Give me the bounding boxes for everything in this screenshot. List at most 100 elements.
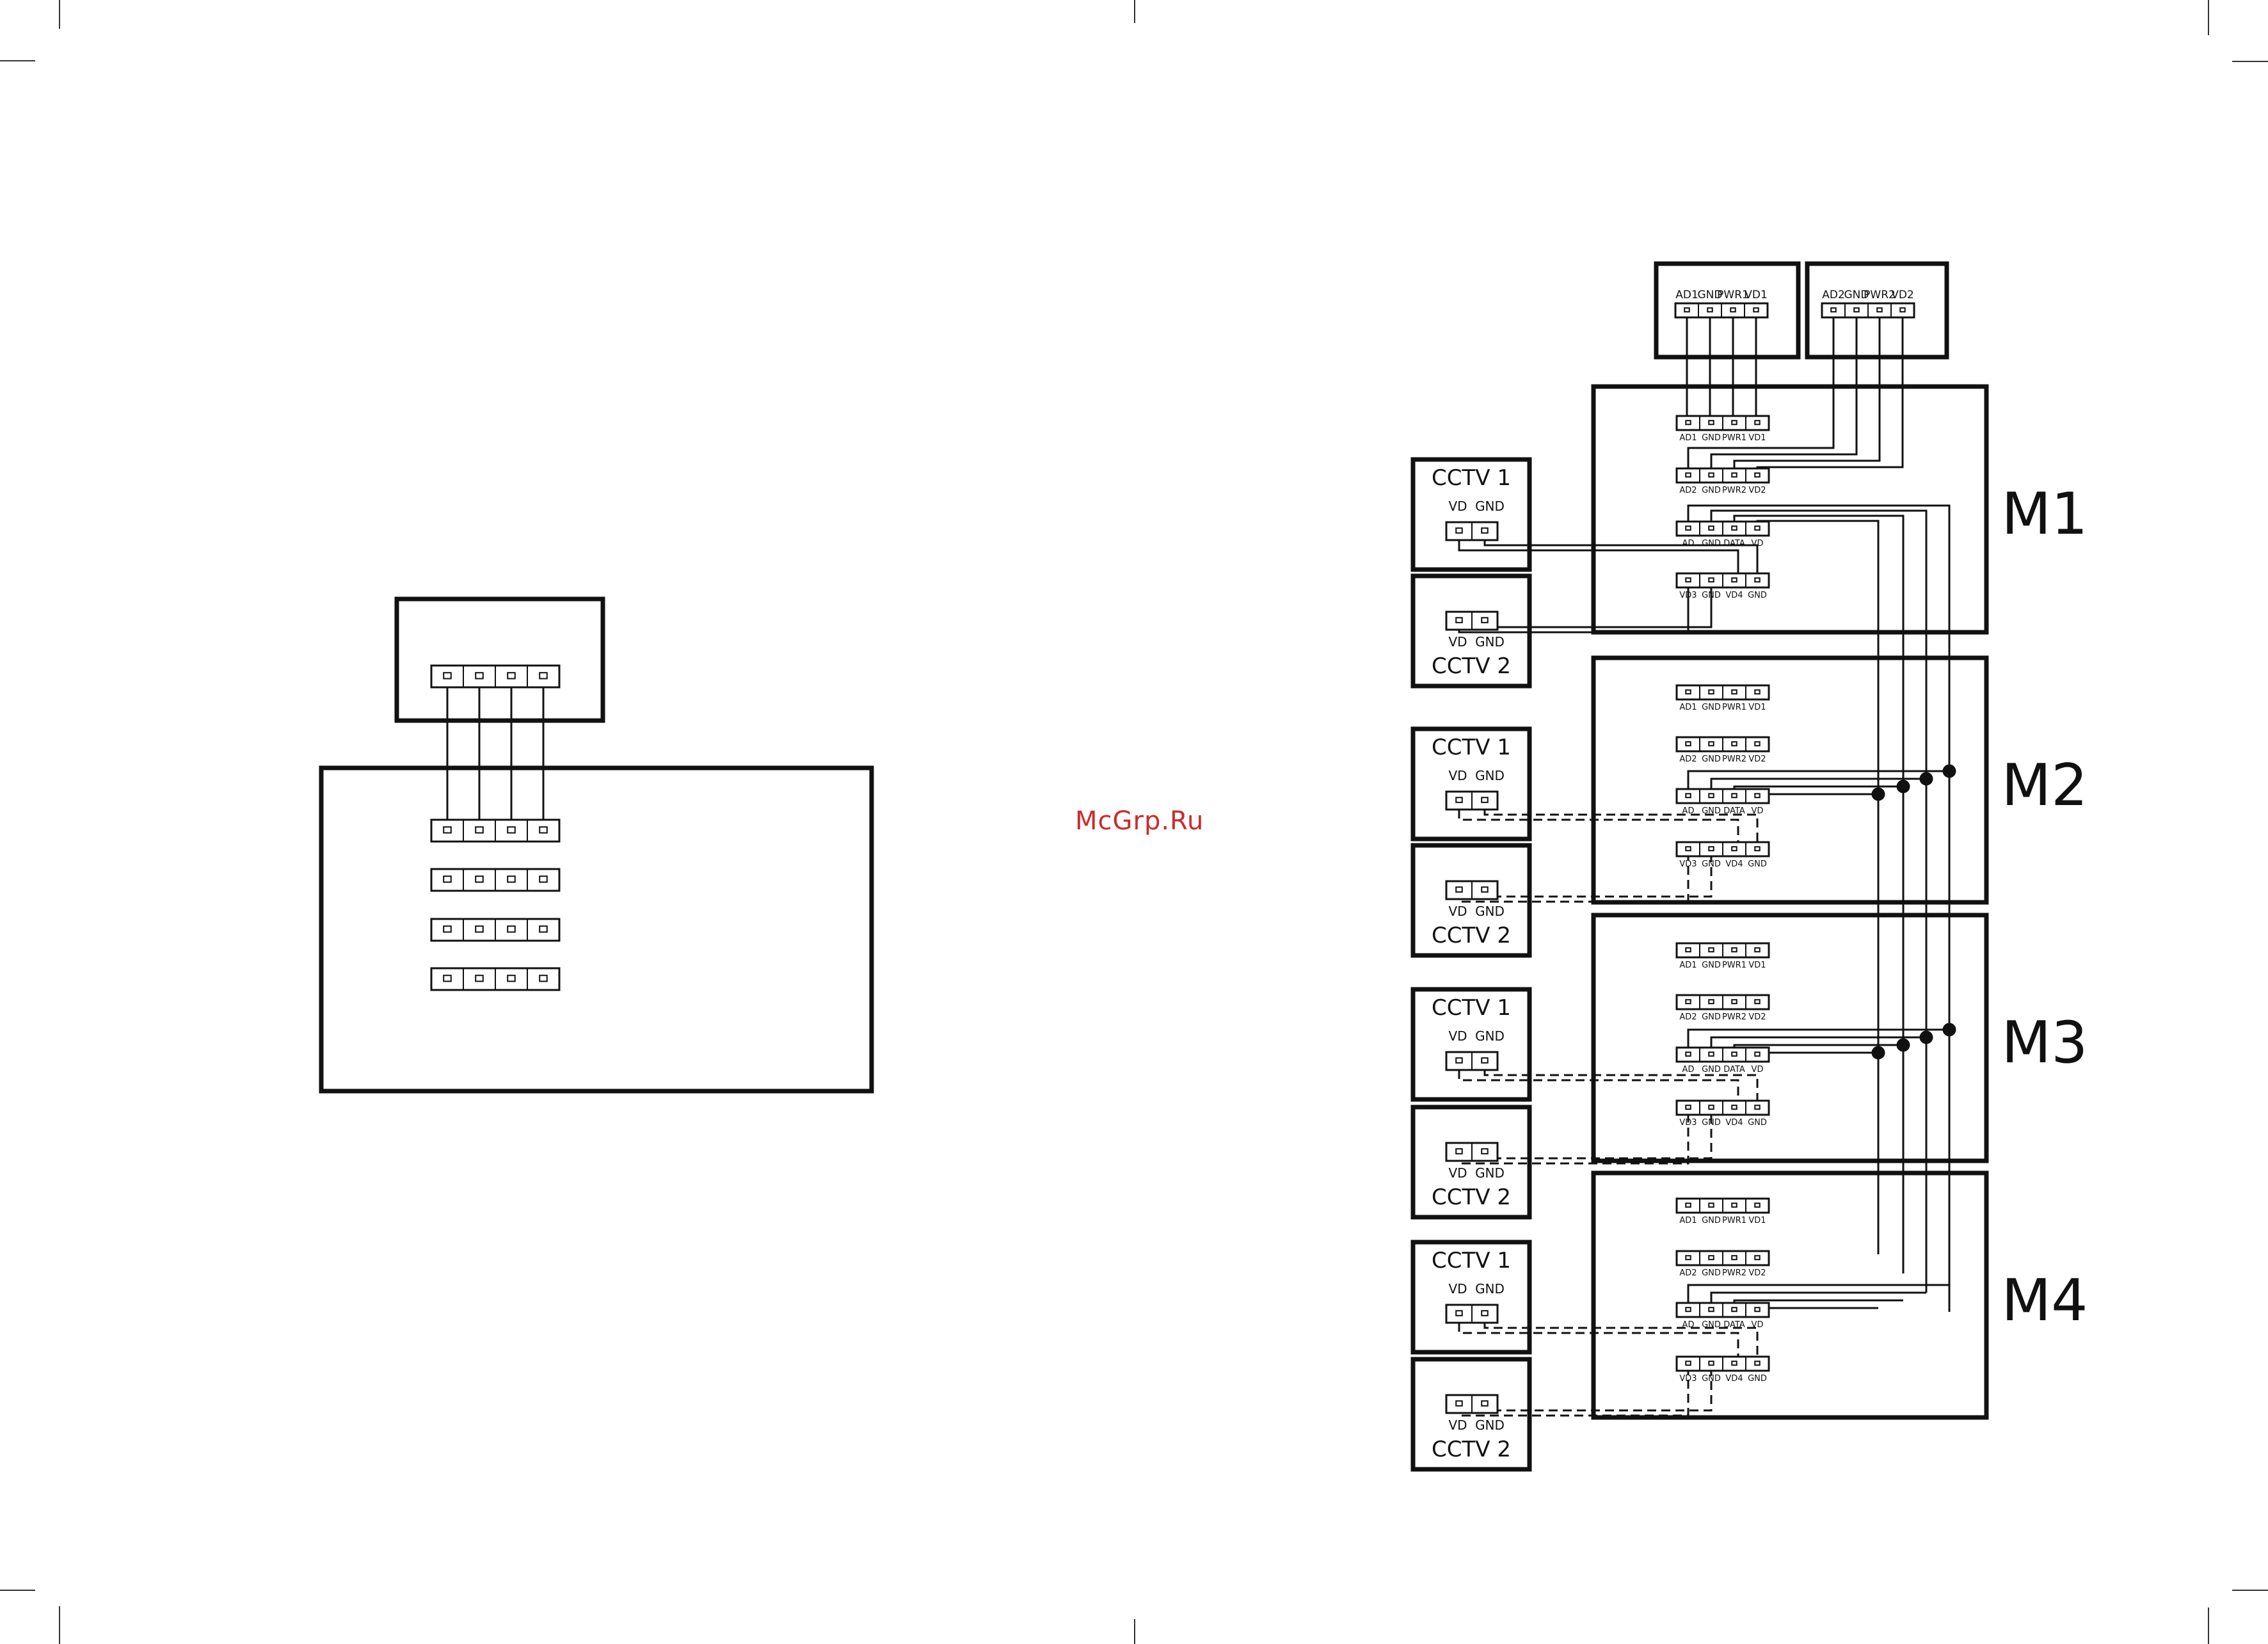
bus-wire	[1733, 515, 1905, 1273]
connector-pin	[1708, 577, 1714, 583]
cctv1-wire	[1483, 810, 1759, 852]
connector-pin	[1708, 741, 1714, 747]
module-2-cctv1-connector	[1445, 790, 1499, 811]
connector-pin	[1685, 1361, 1691, 1366]
connector-pin	[1754, 793, 1761, 799]
module-4-connector-row4	[1675, 1355, 1770, 1372]
cctv1-wire	[1483, 540, 1759, 584]
connector-pin	[1455, 527, 1463, 534]
connector-pin	[1685, 420, 1691, 426]
pin-label: GND	[1702, 754, 1721, 764]
connector-pin	[443, 672, 452, 680]
pin-label: DATA	[1723, 806, 1745, 816]
pin-label: VD1	[1748, 1216, 1766, 1225]
pin-label: VD	[1448, 499, 1467, 514]
bus-tap	[1687, 770, 1949, 789]
pin-label: GND	[1702, 961, 1721, 970]
connector-pin	[475, 925, 484, 933]
connector-pin	[1899, 307, 1906, 313]
connector-pin	[1708, 846, 1714, 852]
pin-label: VD3	[1679, 591, 1697, 600]
pin-label: AD1	[1679, 703, 1697, 712]
pin-label: GND	[1748, 1374, 1767, 1384]
connector-pin	[1754, 741, 1761, 747]
pin-label: PWR1	[1717, 289, 1749, 301]
cctv2-label: CCTV 2	[1432, 653, 1511, 679]
feed-wire-2	[1687, 317, 1835, 468]
pin-label: VD4	[1725, 1374, 1743, 1384]
pin-label: VD3	[1679, 1118, 1697, 1128]
pin-label: GND	[1702, 1065, 1721, 1074]
pin-label: GND	[1702, 1012, 1721, 1022]
pin-label: GND	[1748, 591, 1767, 600]
connector-pin	[1708, 525, 1714, 531]
pin-label: VD	[1448, 1165, 1467, 1181]
left-connector-2	[430, 868, 561, 892]
connector-pin	[1455, 797, 1463, 803]
cctv1-wire	[1458, 1070, 1739, 1111]
pin-label: VD	[1752, 539, 1764, 548]
pin-label: PWR2	[1722, 1012, 1746, 1022]
connector-pin	[1731, 846, 1737, 852]
boxes	[319, 261, 1989, 1472]
connector-pin	[1731, 1051, 1737, 1057]
pin-label: AD2	[1679, 754, 1697, 764]
connector-pin	[1685, 472, 1691, 478]
junction-dot	[1919, 772, 1933, 786]
connector-pin	[1754, 1051, 1761, 1057]
connector-pin	[1754, 420, 1761, 426]
pin-label: PWR2	[1722, 1268, 1746, 1278]
left-main-box	[319, 765, 874, 1094]
cctv1-label: CCTV 1	[1432, 735, 1511, 760]
connector-pin	[1481, 1057, 1489, 1064]
top-box-1	[1654, 261, 1801, 360]
pin-label: VD4	[1725, 1118, 1743, 1128]
connector-pin	[1707, 307, 1713, 313]
pin-label: PWR1	[1722, 961, 1746, 970]
module-3-cctv1-connector	[1445, 1051, 1499, 1071]
pin-label: GND	[1702, 591, 1721, 600]
connector-pin	[1731, 1255, 1737, 1261]
connector-pin	[1754, 1307, 1761, 1313]
bus-tap	[1756, 1048, 1878, 1054]
connector-pin	[1731, 577, 1737, 583]
module-3-connector-row2	[1675, 994, 1770, 1010]
connector-pin	[443, 826, 452, 834]
connector-pin	[1685, 846, 1691, 852]
pin-label: VD2	[1891, 289, 1914, 301]
pin-label: PWR2	[1722, 486, 1746, 495]
connector-pin	[1708, 1361, 1714, 1366]
pin-label: AD2	[1822, 289, 1845, 301]
junction-dot	[1896, 779, 1910, 794]
connector-pin	[507, 975, 516, 982]
connector-pin	[1731, 999, 1737, 1005]
feed-wire-2	[1756, 317, 1904, 468]
connector-pin	[1455, 617, 1463, 623]
connector-pin	[1481, 527, 1489, 534]
cctv2-label: CCTV 2	[1432, 1185, 1511, 1210]
pin-label: VD2	[1748, 486, 1766, 495]
junction-dot	[1871, 787, 1885, 801]
connector-pin	[1708, 1202, 1714, 1208]
pin-label: GND	[1844, 289, 1869, 301]
connector-pin	[1685, 1255, 1691, 1261]
connector-pin	[1730, 307, 1736, 313]
pin-label: VD	[1448, 904, 1467, 919]
pin-label: AD	[1682, 806, 1695, 816]
connector-pin	[1685, 1051, 1691, 1057]
cctv1-label: CCTV 1	[1432, 465, 1511, 491]
feed-wire-2	[1733, 317, 1881, 468]
bus-tap	[1710, 1036, 1926, 1048]
connector-pin	[1731, 793, 1737, 799]
connector-pin	[1685, 1202, 1691, 1208]
left-connector-4	[430, 967, 561, 991]
module-2-cctv2-connector	[1445, 880, 1499, 900]
cctv1-wire	[1483, 1070, 1759, 1111]
pin-label: AD	[1682, 1065, 1695, 1074]
module-4-connector-row1	[1675, 1197, 1770, 1214]
module-1-cctv2-box	[1410, 573, 1532, 689]
connector-pin	[1708, 1105, 1714, 1110]
junction-dot	[1919, 1030, 1933, 1044]
connector-pin	[1685, 947, 1691, 953]
